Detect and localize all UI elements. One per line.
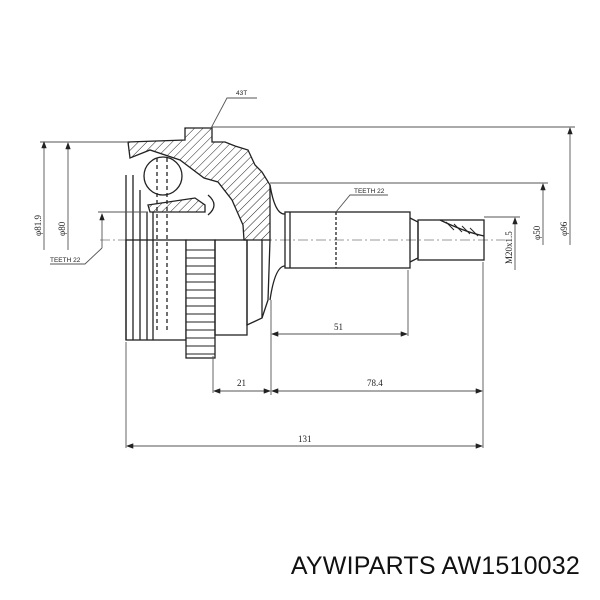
dim-d96: φ96 <box>559 221 569 236</box>
abs-ring-callout: 43T <box>236 90 247 97</box>
dim-d50: φ50 <box>532 225 542 240</box>
product-caption: AYWIPARTS AW1510032 <box>290 552 580 580</box>
cv-housing <box>125 127 286 359</box>
dim-d81-9: φ81.9 <box>33 215 43 236</box>
dim-21: 21 <box>237 378 246 388</box>
splined-shaft <box>284 211 485 269</box>
inner-spline-callout: TEETH 22 <box>50 257 81 264</box>
dimension-lines <box>40 97 575 449</box>
dim-131: 131 <box>298 434 312 444</box>
dim-thread: M20x1.5 <box>504 231 514 264</box>
dim-78-4: 78.4 <box>367 378 383 388</box>
shaft-spline-callout: TEETH 22 <box>354 188 385 195</box>
cv-joint-drawing: 43T TEETH 22 TEETH 22 φ81.9 φ80 M20x1.5 … <box>33 90 575 449</box>
dim-d80: φ80 <box>57 221 67 236</box>
dim-51: 51 <box>334 322 343 332</box>
